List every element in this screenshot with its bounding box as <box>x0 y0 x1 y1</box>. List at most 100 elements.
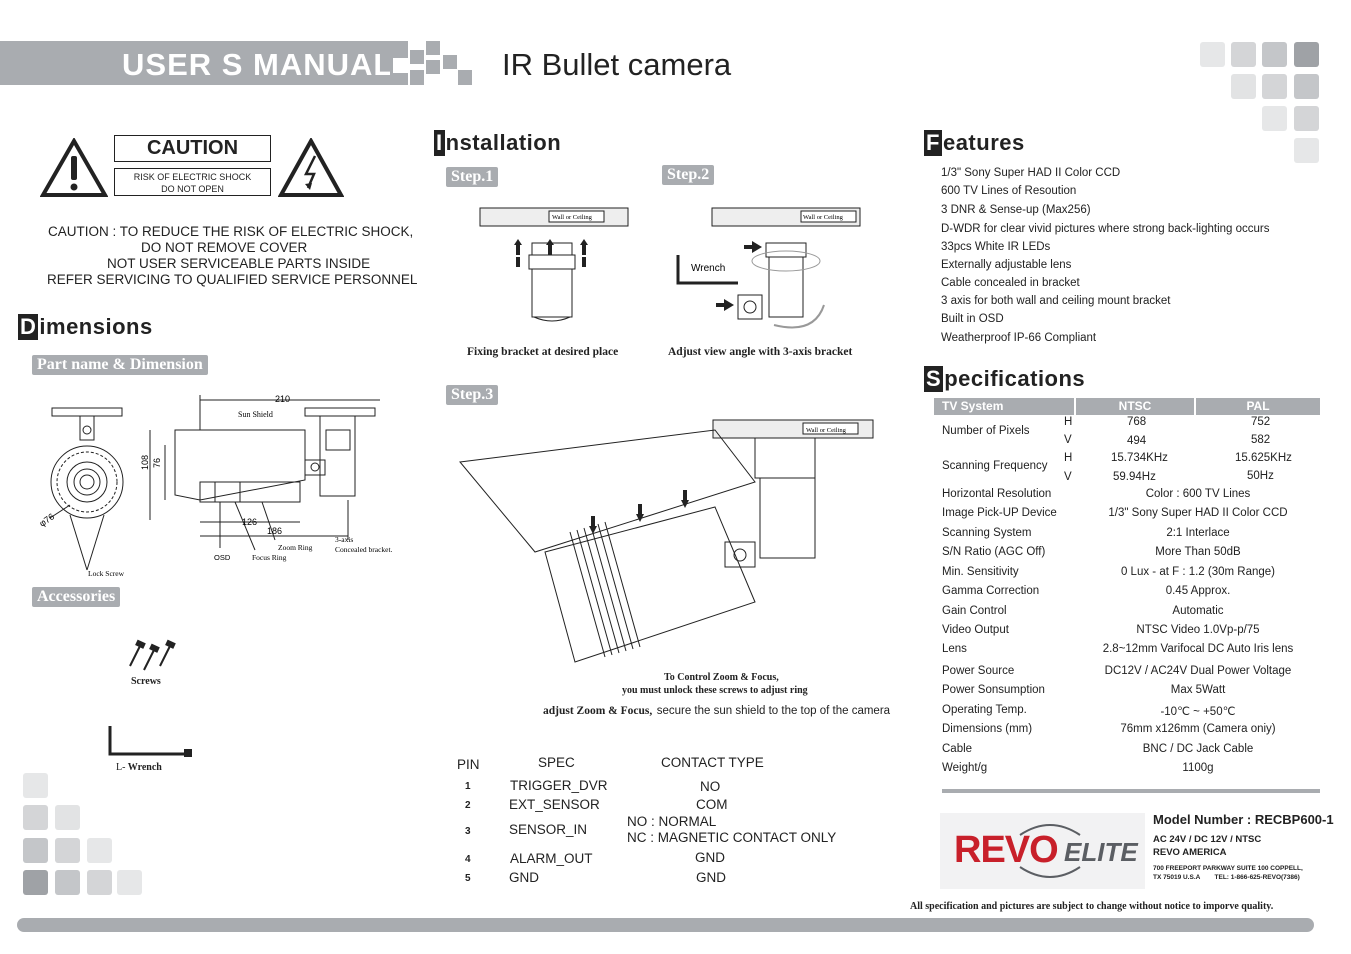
company-address-1: 700 FREEPORT PARKWAY SUITE 100 COPPELL, <box>1153 865 1303 872</box>
spec-freq-label: Scanning Frequency <box>942 460 1048 472</box>
logo-revo-text: REVO <box>954 829 1059 871</box>
step1-caption: Fixing bracket at desired place <box>467 346 619 358</box>
feature-item: Built in OSD <box>941 313 1004 325</box>
pin-3-number: 3 <box>465 826 471 837</box>
caution-sub-line1: RISK OF ELECTRIC SHOCK <box>133 172 252 182</box>
spec-row-label: Weight/g <box>942 762 988 774</box>
dimension-drawing: 210 Sun Shield 108 76 φ76 126 186 Zoom R… <box>37 394 392 578</box>
caution-subtext: RISK OF ELECTRIC SHOCK DO NOT OPEN <box>114 168 271 196</box>
spec-row-label: Gain Control <box>942 605 1007 617</box>
model-number: Model Number : RECBP600-1 <box>1153 812 1334 827</box>
step3-drawing: Wall or Ceiling <box>459 419 874 663</box>
spec-row-value: 2.8~12mm Varifocal DC Auto Iris lens <box>1102 643 1294 655</box>
spec-row-label: Image Pick-UP Device <box>942 507 1057 519</box>
pin-5-number: 5 <box>465 873 471 884</box>
power-rating: AC 24V / DC 12V / NTSC <box>1153 834 1262 845</box>
manual-title: USER S MANUAL <box>122 47 394 82</box>
spec-row-label: Power Sonsumption <box>942 684 1045 696</box>
pin-3-type-2: NC : MAGNETIC CONTACT ONLY <box>627 830 837 845</box>
spec-row-label: Min. Sensitivity <box>942 566 1019 578</box>
dim-label-186: 186 <box>267 526 282 536</box>
header-bar <box>0 41 390 85</box>
feature-item: D-WDR for clear vivid pictures where str… <box>941 223 1270 235</box>
caution-heading: CAUTION <box>114 135 271 162</box>
caution-line-4: REFER SERVICING TO QUALIFIED SERVICE PER… <box>47 272 418 287</box>
step1-wall-label: Wall or Ceiling <box>552 214 593 221</box>
pin-header-contact: CONTACT TYPE <box>661 755 764 770</box>
sun-shield-label: Sun Shield <box>238 410 273 419</box>
screws-icon <box>129 639 176 671</box>
l-wrench-icon <box>108 726 192 757</box>
spec-pixels-v: V <box>1064 434 1072 446</box>
three-axis-label: 3-axis <box>335 535 353 544</box>
company-name: REVO AMERICA <box>1153 847 1227 858</box>
spec-row-value: 76mm x126mm (Camera oniy) <box>1120 723 1276 735</box>
dim-label-126: 126 <box>242 517 257 527</box>
dim-label-108: 108 <box>140 455 150 470</box>
wrench-label: L- Wrench <box>116 762 162 773</box>
step2-tag: Step.2 <box>662 165 715 185</box>
spec-row-label: Horizontal Resolution <box>942 488 1052 500</box>
spec-row-value: 0 Lux - at F : 1.2 (30m Range) <box>1120 566 1276 578</box>
spec-row-value: 1100g <box>1182 762 1214 774</box>
spec-row-value: Automatic <box>1172 605 1224 617</box>
feature-item: 33pcs White IR LEDs <box>941 241 1051 253</box>
spec-row-value: 0.45 Approx. <box>1165 585 1231 597</box>
spec-row-label: Video Output <box>942 624 1009 636</box>
logo-elite-text: ELITE <box>1064 837 1138 867</box>
spec-row-value: Max 5Watt <box>1170 684 1226 696</box>
pin-2-type: COM <box>696 797 728 812</box>
spec-freq-pal-v: 50Hz <box>1247 470 1274 482</box>
pin-1-type: NO <box>700 779 721 794</box>
accessories-tag: Accessories <box>32 587 121 607</box>
high-voltage-icon <box>278 138 344 197</box>
step2-wall-label: Wall or Ceiling <box>803 214 844 221</box>
spec-row-value: 1/3" Sony Super HAD II Color CCD <box>1108 507 1288 519</box>
spec-freq-h: H <box>1064 452 1073 464</box>
spec-pixels-ntsc-v: 494 <box>1127 435 1147 447</box>
spec-pixels-ntsc-h: 768 <box>1127 416 1147 428</box>
spec-row-value: -10℃ ~ +50℃ <box>1160 706 1236 718</box>
spec-pixels-label: Number of Pixels <box>942 425 1030 437</box>
product-title: IR Bullet camera <box>502 47 732 82</box>
pin-header-pin: PIN <box>457 757 480 772</box>
pin-4-type: GND <box>695 850 725 865</box>
pin-5-type: GND <box>696 870 726 885</box>
spec-freq-ntsc-h: 15.734KHz <box>1111 452 1168 464</box>
step1-drawing: Wall or Ceiling <box>479 207 629 322</box>
spec-row-label: Operating Temp. <box>942 704 1027 716</box>
dim-label-210: 210 <box>275 394 290 404</box>
screws-label: Screws <box>131 676 161 687</box>
spec-row-label: Cable <box>942 743 973 755</box>
spec-row-value: DC12V / AC24V Dual Power Voltage <box>1104 665 1292 677</box>
spec-col-ntsc: NTSC <box>1076 398 1194 415</box>
revo-logo: REVO ELITE <box>940 813 1145 889</box>
pin-1-number: 1 <box>465 781 471 792</box>
spec-row-label: Lens <box>942 643 967 655</box>
spec-row-value: Color : 600 TV Lines <box>1145 488 1251 500</box>
spec-row-value: BNC / DC Jack Cable <box>1142 743 1254 755</box>
dim-label-phi76: φ76 <box>37 511 56 528</box>
spec-freq-pal-h: 15.625KHz <box>1235 452 1292 464</box>
footer-bar <box>17 918 1314 932</box>
caution-line-1: CAUTION : TO REDUCE THE RISK OF ELECTRIC… <box>48 224 414 239</box>
caution-line-3: NOT USER SERVICEABLE PARTS INSIDE <box>107 256 371 271</box>
feature-item: Cable concealed in bracket <box>941 277 1080 289</box>
pin-4-spec: ALARM_OUT <box>510 851 593 866</box>
feature-item: 3 DNR & Sense-up (Max256) <box>941 204 1091 216</box>
pin-5-spec: GND <box>509 870 539 885</box>
spec-row-label: S/N Ratio (AGC Off) <box>942 546 1046 558</box>
spec-pixels-pal-v: 582 <box>1251 434 1271 446</box>
spec-divider <box>942 789 1320 793</box>
step2-caption: Adjust view angle with 3-axis bracket <box>668 346 853 358</box>
step3-tag: Step.3 <box>446 385 499 405</box>
spec-row-value: NTSC Video 1.0Vp-p/75 <box>1136 624 1260 636</box>
lock-screw-label: Lock Screw <box>88 569 125 578</box>
pin-2-spec: EXT_SENSOR <box>509 797 600 812</box>
zoom-note-2: you must unlock these screws to adjust r… <box>622 685 808 696</box>
spec-pixels-h: H <box>1064 416 1073 428</box>
dim-label-76: 76 <box>152 458 162 468</box>
feature-item: Weatherproof IP-66 Compliant <box>941 332 1097 344</box>
